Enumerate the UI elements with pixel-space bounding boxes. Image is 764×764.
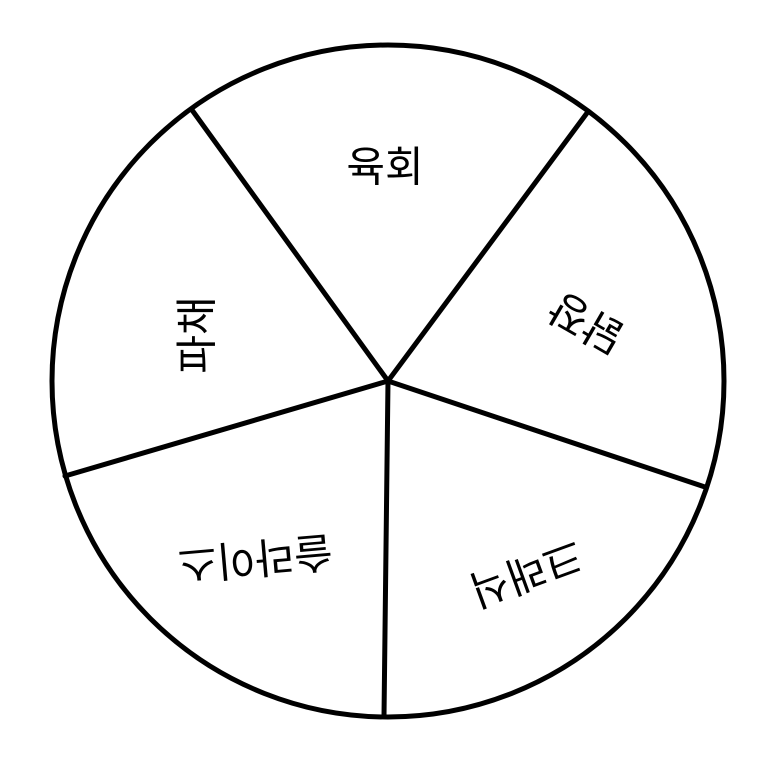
divider-left (62, 378, 391, 479)
divider-top-left (189, 107, 391, 384)
divider-bottom (381, 378, 391, 719)
sector-label-top: 육회 (346, 143, 423, 192)
divider-top-right (385, 110, 590, 384)
sector-label-left: 파채 (173, 296, 222, 373)
divider-right (385, 378, 708, 490)
